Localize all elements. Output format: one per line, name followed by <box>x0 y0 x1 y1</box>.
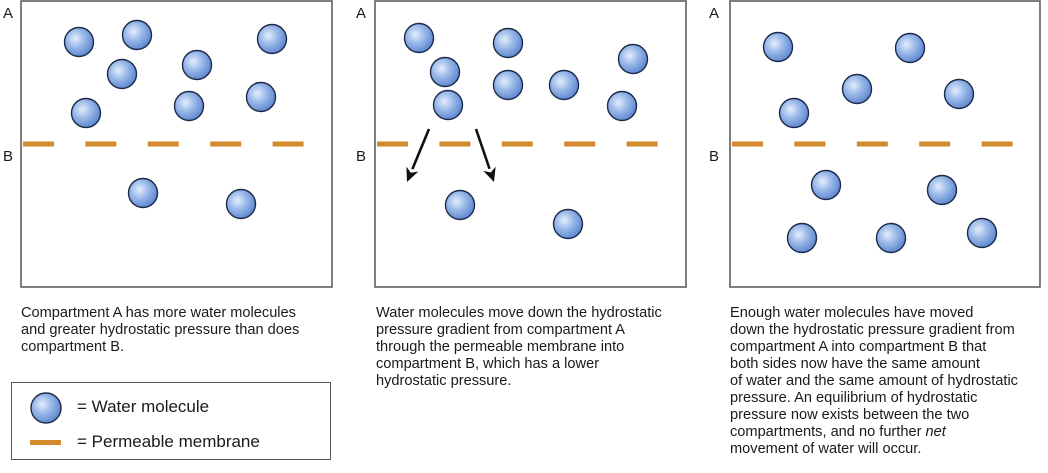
caption-line: hydrostatic pressure. <box>376 373 512 389</box>
membrane-segment <box>732 141 763 147</box>
water-molecule-a <box>403 22 435 54</box>
water-molecule-a <box>492 27 524 59</box>
caption-line: compartment B. <box>21 339 125 355</box>
permeable-membrane-icon <box>30 440 61 445</box>
panel-3-caption: Enough water molecules have moved down t… <box>730 305 1048 458</box>
water-molecule-a <box>121 19 153 51</box>
water-molecule-b <box>875 222 907 254</box>
arrow-shaft <box>474 128 491 170</box>
membrane-segment <box>147 141 179 147</box>
panel-1-label-a: A <box>3 5 14 22</box>
caption-line: compartment B, which has a lower <box>376 356 600 372</box>
water-molecule-a <box>606 90 638 122</box>
membrane-segment <box>377 141 408 147</box>
panel-3 <box>729 0 1041 288</box>
caption-line: both sides now have the same amount <box>730 356 980 372</box>
permeable-membrane <box>23 141 304 147</box>
membrane-segment <box>501 141 533 147</box>
panel-3-label-b: B <box>709 148 720 165</box>
water-molecule-a <box>492 69 524 101</box>
water-molecule-a <box>548 69 580 101</box>
panel-2 <box>374 0 687 288</box>
water-molecule-a <box>70 97 102 129</box>
caption-line: through the permeable membrane into <box>376 339 625 355</box>
water-molecule-a <box>256 23 288 55</box>
water-molecule-a <box>894 32 926 64</box>
caption-text: compartments, and no further <box>730 424 926 440</box>
membrane-segment <box>85 141 117 147</box>
water-molecule-b <box>786 222 818 254</box>
caption-line: down the hydrostatic pressure gradient f… <box>730 322 1015 338</box>
water-molecule-icon <box>30 392 62 424</box>
water-molecule-b <box>127 177 159 209</box>
flow-arrow <box>406 128 431 182</box>
arrow-shaft <box>411 128 431 170</box>
arrow-head <box>406 166 419 182</box>
water-molecule-b <box>552 208 584 240</box>
panel-1-caption: Compartment A has more water molecules a… <box>21 305 341 356</box>
water-molecule-a <box>245 81 277 113</box>
caption-line: compartments, and no further net <box>730 424 1048 441</box>
caption-line: compartment A into compartment B that <box>730 339 987 355</box>
membrane-segment <box>856 141 888 147</box>
caption-italic-net: net <box>925 424 946 440</box>
water-molecule-b <box>225 188 257 220</box>
water-molecule-b <box>966 217 998 249</box>
permeable-membrane <box>377 141 658 147</box>
caption-line: of water and the same amount of hydrosta… <box>730 373 1018 389</box>
panel-2-caption: Water molecules move down the hydrostati… <box>376 305 706 390</box>
panel-2-label-b: B <box>356 148 367 165</box>
water-molecule-a <box>762 31 794 63</box>
panel-2-label-a: A <box>356 5 367 22</box>
water-molecule-b <box>926 174 958 206</box>
arrow-head <box>483 166 496 182</box>
panel-1-label-b: B <box>3 148 14 165</box>
caption-line: Compartment A has more water molecules <box>21 305 296 321</box>
caption-line: Enough water molecules have moved <box>730 305 974 321</box>
caption-line: and greater hydrostatic pressure than do… <box>21 322 300 338</box>
flow-arrow <box>474 128 496 182</box>
water-molecule-a <box>943 78 975 110</box>
water-molecule-a <box>106 58 138 90</box>
membrane-segment <box>564 141 596 147</box>
permeable-membrane <box>732 141 1013 147</box>
legend: = Water molecule = Permeable membrane <box>11 382 331 460</box>
caption-line: pressure now exists between the two <box>730 407 970 423</box>
membrane-segment <box>794 141 826 147</box>
water-molecule-a <box>173 90 205 122</box>
legend-label-permeable-membrane: = Permeable membrane <box>77 432 260 451</box>
caption-line: pressure gradient from compartment A <box>376 322 626 338</box>
water-molecule-a <box>181 49 213 81</box>
legend-label-water-molecule: = Water molecule <box>77 397 210 416</box>
panel-3-label-a: A <box>709 5 720 22</box>
water-molecule-a <box>617 43 649 75</box>
caption-line: pressure. An equilibrium of hydrostatic <box>730 390 978 406</box>
panel-1 <box>20 0 333 288</box>
water-molecule-b <box>444 189 476 221</box>
membrane-segment <box>272 141 304 147</box>
membrane-segment <box>919 141 951 147</box>
water-molecule-a <box>432 89 464 121</box>
caption-line: movement of water will occur. <box>730 441 922 457</box>
water-molecule-a <box>63 26 95 58</box>
membrane-segment <box>23 141 54 147</box>
membrane-segment <box>981 141 1013 147</box>
caption-line: Water molecules move down the hydrostati… <box>376 305 662 321</box>
water-molecule-a <box>778 97 810 129</box>
membrane-segment <box>626 141 658 147</box>
legend-icons <box>30 392 62 445</box>
water-molecule-a <box>429 56 461 88</box>
membrane-segment <box>439 141 471 147</box>
membrane-segment <box>210 141 242 147</box>
water-molecule-a <box>841 73 873 105</box>
water-molecule-b <box>810 169 842 201</box>
